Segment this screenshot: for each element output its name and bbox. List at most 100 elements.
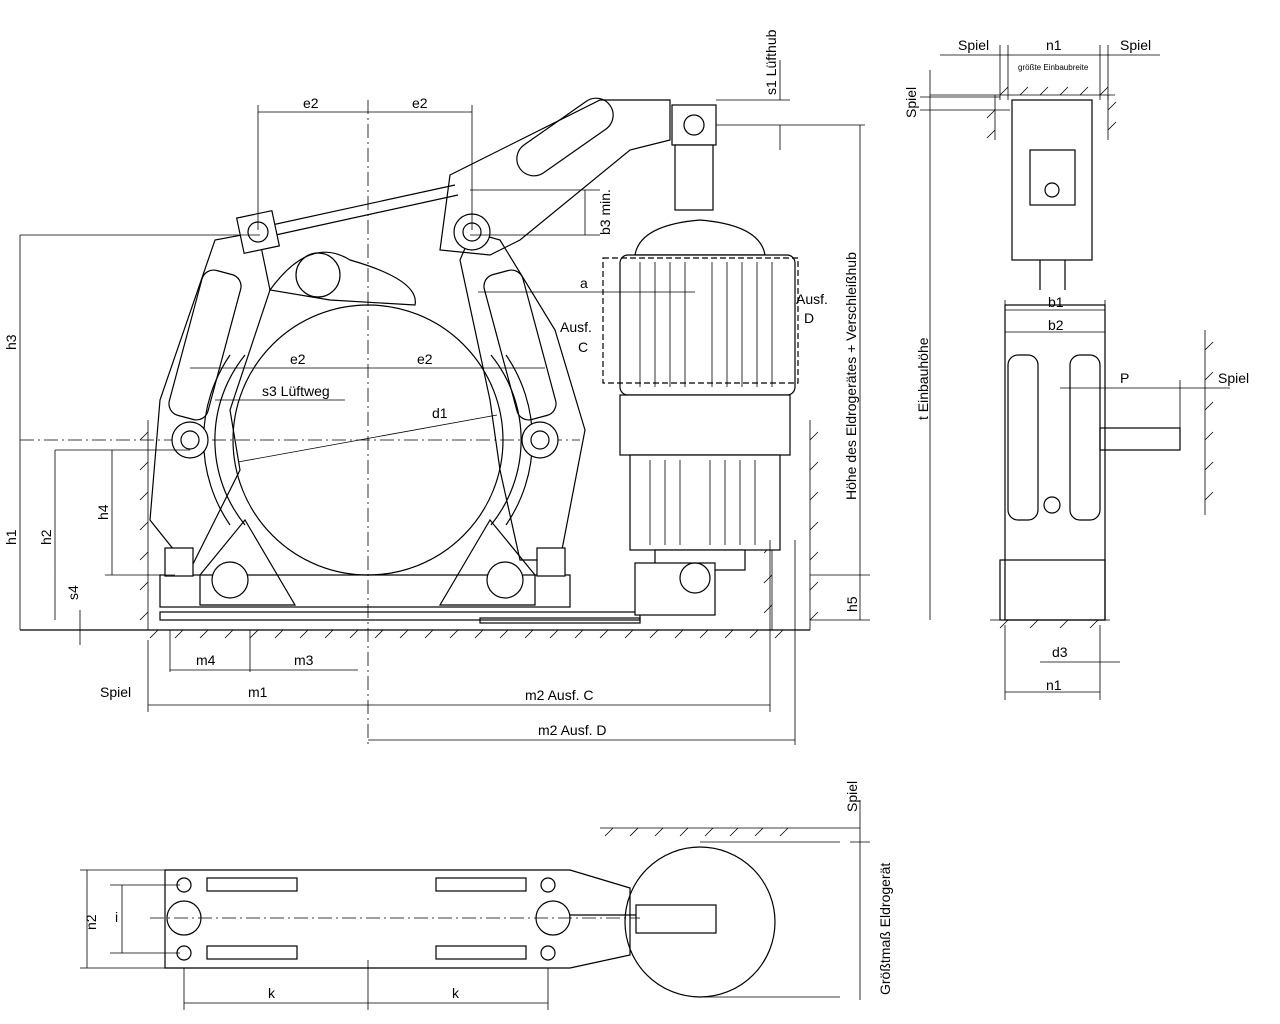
- right-pivot: [521, 421, 559, 459]
- side-lever-assembly: [1011, 99, 1093, 261]
- dim-a: a: [580, 275, 588, 291]
- dim-e2-top-left: e2: [303, 95, 319, 111]
- right-slot: [483, 269, 557, 421]
- thruster-fins: [639, 262, 773, 387]
- top-dimension-lines: [80, 800, 870, 1010]
- front-view: e2 e2 s1 Lüfthub b3 min. a Ausf. C Ausf.…: [3, 29, 870, 745]
- dim-m3: m3: [294, 652, 314, 668]
- side-hatch: [930, 86, 1214, 629]
- spring-nut-right: [536, 547, 566, 577]
- thruster-cap: [634, 219, 766, 256]
- dimension-lines: [19, 60, 870, 745]
- side-pin: [1043, 496, 1061, 514]
- side-view: Spiel n1 Spiel größte Einbaubreite Spiel…: [903, 37, 1249, 700]
- side-dim-b1: b1: [1048, 294, 1064, 310]
- brake-drum: [232, 304, 504, 576]
- top-view: Spiel Größtmaß Eldrogerät n2 i k k: [80, 781, 893, 1010]
- label-ausf-c: Ausf.: [560, 319, 592, 335]
- dim-s3-release-travel: s3 Lüftweg: [262, 383, 330, 399]
- tie-rod-lower: [261, 194, 459, 239]
- left-pivot: [171, 421, 209, 459]
- dim-thruster-height: Höhe des Eldrogerätes + Verschleißhub: [843, 252, 859, 500]
- dim-m1: m1: [248, 684, 268, 700]
- tie-rod-eye: [235, 209, 281, 255]
- left-slot: [168, 269, 242, 421]
- side-spiel-left: Spiel: [958, 37, 989, 53]
- dim-h3: h3: [3, 334, 19, 350]
- thruster-base-pin: [679, 562, 711, 594]
- dim-m4: m4: [196, 652, 216, 668]
- top-dim-k-right: k: [452, 985, 460, 1001]
- side-dim-n1-top: n1: [1046, 37, 1062, 53]
- thruster-plate: [479, 617, 641, 624]
- top-base-plate: [164, 869, 631, 969]
- right-pivot-pin: [530, 430, 550, 450]
- top-holes: [166, 877, 571, 961]
- side-eye: [1029, 149, 1076, 206]
- dim-s4: s4: [65, 585, 81, 600]
- side-spiel-p: Spiel: [1218, 370, 1249, 386]
- right-arm: [459, 231, 586, 561]
- motor-fins: [649, 460, 756, 545]
- left-arm: [149, 231, 271, 572]
- label-ausf-d-letter: D: [804, 310, 814, 326]
- thruster-outline-c: [602, 257, 799, 384]
- thruster-motor: [619, 394, 791, 456]
- top-dim-k-left: k: [268, 985, 276, 1001]
- side-rod: [1039, 260, 1066, 290]
- dim-m2-ausf-c: m2 Ausf. C: [525, 687, 593, 703]
- wear-adjuster: [268, 251, 416, 306]
- top-max-dimension: Größtmaß Eldrogerät: [877, 863, 893, 995]
- thruster-cylinder: [619, 254, 796, 396]
- thruster-eye: [671, 104, 717, 146]
- side-brake-body: [1004, 304, 1106, 621]
- side-spiel-vertical: Spiel: [903, 87, 919, 118]
- top-dim-i: i: [115, 909, 118, 925]
- left-shoe: [214, 354, 246, 526]
- top-spiel: Spiel: [844, 781, 860, 812]
- dim-e2-mid-right: e2: [417, 351, 433, 367]
- floor-hatch: [139, 420, 819, 639]
- dim-d1: d1: [432, 405, 448, 421]
- dim-h2: h2: [38, 529, 54, 545]
- side-eye-pin: [1044, 182, 1060, 198]
- thruster-lower: [629, 454, 781, 551]
- dim-e2-mid-left: e2: [290, 351, 306, 367]
- left-base: [199, 518, 297, 606]
- side-dim-d3: d3: [1052, 644, 1068, 660]
- side-dim-b2: b2: [1048, 317, 1064, 333]
- side-dim-t-height: t Einbauhöhe: [915, 337, 931, 420]
- dim-s1-lift-stroke: s1 Lüfthub: [763, 29, 779, 95]
- thruster-rod: [674, 144, 714, 211]
- side-base: [999, 559, 1106, 621]
- adjuster-disc: [295, 252, 341, 298]
- right-base: [438, 518, 536, 606]
- dim-spiel-left: Spiel: [100, 684, 131, 700]
- dim-m2-ausf-d: m2 Ausf. D: [538, 722, 606, 738]
- dim-h1: h1: [3, 529, 19, 545]
- thruster-eye-pin: [683, 114, 705, 136]
- right-shoe: [490, 354, 522, 526]
- side-shoe-right: [1069, 354, 1101, 521]
- side-dim-n1-bottom: n1: [1046, 677, 1062, 693]
- lever-slot: [516, 97, 614, 177]
- dim-h5: h5: [844, 596, 860, 612]
- label-ausf-c-letter: C: [578, 339, 588, 355]
- side-shaft: [1099, 427, 1181, 451]
- side-max-width-label: größte Einbaubreite: [1018, 63, 1089, 72]
- spring-nut-left: [164, 547, 194, 577]
- side-shoe-left: [1007, 354, 1039, 521]
- side-dim-p: P: [1120, 370, 1129, 386]
- lever: [439, 99, 671, 256]
- dim-b3-min: b3 min.: [597, 189, 613, 235]
- side-dimension-lines: [920, 45, 1230, 700]
- base-pivot-left: [211, 561, 249, 599]
- top-thruster-rod: [635, 904, 717, 934]
- tie-rod: [257, 184, 456, 229]
- dim-h4: h4: [95, 504, 111, 520]
- label-ausf-d: Ausf.: [796, 291, 828, 307]
- dim-e2-top-right: e2: [412, 95, 428, 111]
- top-dim-n2: n2: [83, 914, 99, 930]
- left-pivot-pin: [180, 430, 200, 450]
